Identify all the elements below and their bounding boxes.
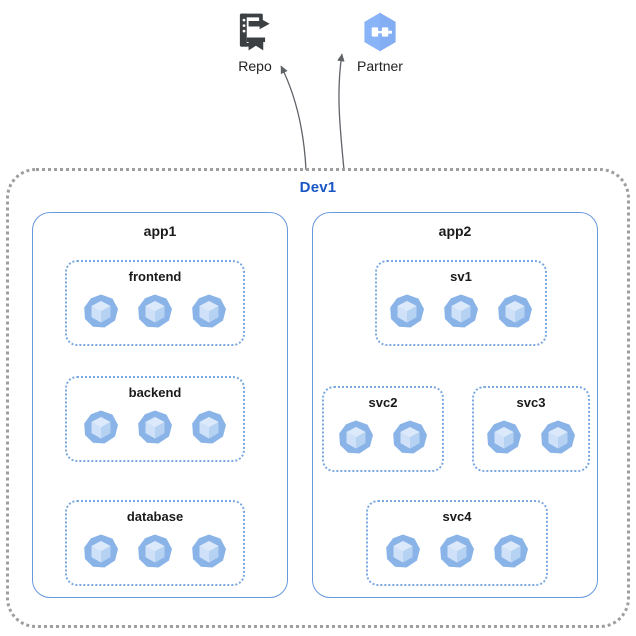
service-box-svc4[interactable]: svc4 [366,500,548,586]
service-label: backend [128,385,182,400]
service-box-database[interactable]: database [65,500,245,586]
pod-group [67,408,243,448]
pod-cube-icon [192,410,226,444]
pod-cube-icon [541,420,575,454]
service-label: frontend [128,269,182,284]
service-box-svc3[interactable]: svc3 [472,386,590,472]
external-node-label: Repo [238,58,272,74]
pod-cube-icon [444,294,478,328]
pod-cube-icon [192,534,226,568]
cluster-dev1[interactable]: Dev1 [6,168,630,628]
app-label: app2 [438,223,472,239]
external-node-partner[interactable]: Partner [335,10,425,74]
external-node-repo[interactable]: Repo [210,10,300,74]
service-label: database [126,509,184,524]
pod-group [67,532,243,572]
service-label: sv1 [450,269,472,284]
service-box-frontend[interactable]: frontend [65,260,245,346]
pod-cube-icon [386,534,420,568]
service-box-svc2[interactable]: svc2 [322,386,444,472]
pod-cube-icon [84,534,118,568]
pod-cube-icon [440,534,474,568]
pod-cube-icon [498,294,532,328]
pod-cube-icon [390,294,424,328]
app-box-app1[interactable]: app1 [32,212,288,598]
app-box-app2[interactable]: app2 [312,212,598,598]
pod-cube-icon [339,420,373,454]
pod-cube-icon [138,534,172,568]
app-label: app1 [143,223,177,239]
cluster-label: Dev1 [299,179,337,196]
repo-icon [239,13,270,51]
pod-cube-icon [487,420,521,454]
service-box-sv1[interactable]: sv1 [375,260,547,346]
service-label: svc4 [442,509,472,524]
pod-group [368,532,546,572]
partner-hexagon-icon [364,12,396,52]
external-node-label: Partner [357,58,403,74]
pod-group [377,292,545,332]
pod-cube-icon [138,410,172,444]
edge-dev1-to-repo [280,65,307,171]
service-box-backend[interactable]: backend [65,376,245,462]
pod-cube-icon [192,294,226,328]
pod-cube-icon [138,294,172,328]
pod-cube-icon [494,534,528,568]
pod-cube-icon [393,420,427,454]
pod-group [67,292,243,332]
pod-cube-icon [84,410,118,444]
pod-group [474,418,588,458]
pod-group [324,418,442,458]
pod-cube-icon [84,294,118,328]
service-label: svc2 [368,395,398,410]
service-label: svc3 [516,395,546,410]
